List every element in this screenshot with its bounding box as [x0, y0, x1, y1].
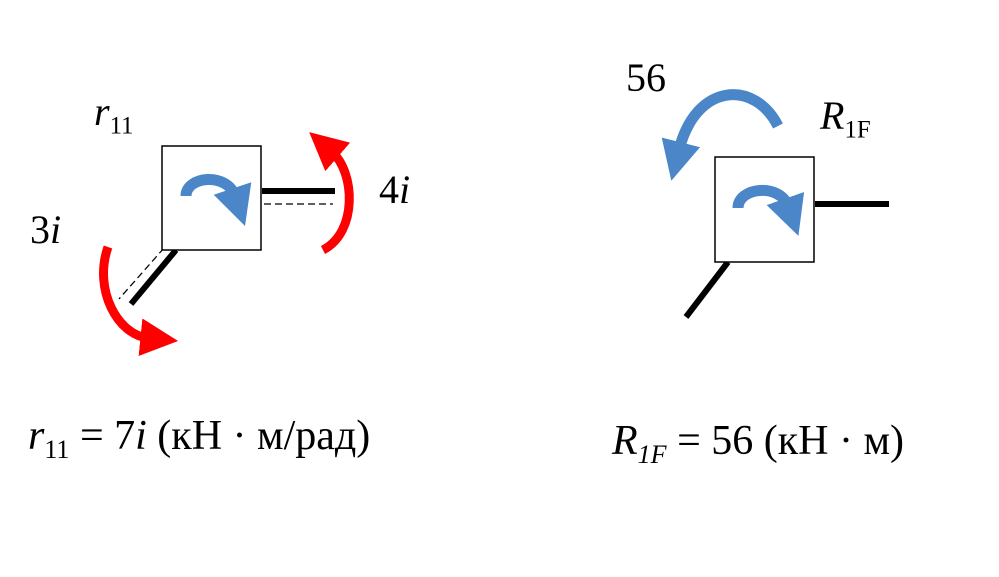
moment-3i-label: 3i [30, 207, 62, 252]
r11-equation: r11 = 7i (кН · м/рад) [28, 413, 371, 465]
square-node-icon [161, 145, 262, 251]
right-inclined-member [683, 260, 731, 319]
lower-moment-arrow-icon [99, 245, 179, 357]
square-node-icon [714, 156, 815, 263]
clockwise-arrow-icon [732, 185, 805, 236]
moment-4i-label: 4i [379, 167, 411, 212]
right-moment-arrow-icon [309, 132, 354, 254]
counterclockwise-arrow-icon [661, 89, 783, 181]
reaction-r11-label: r11 [94, 89, 134, 140]
R1F-equation: R1F = 56 (кН · м) [612, 418, 905, 470]
load-moment-56-label: 56 [626, 55, 666, 100]
right-joint-diagram [661, 89, 889, 319]
left-joint-diagram [99, 132, 354, 357]
reaction-R1F-label: R1F [820, 93, 871, 144]
left-inclined-member [128, 248, 179, 306]
left-inclined-dash [118, 247, 165, 300]
clockwise-arrow-icon [180, 174, 252, 227]
